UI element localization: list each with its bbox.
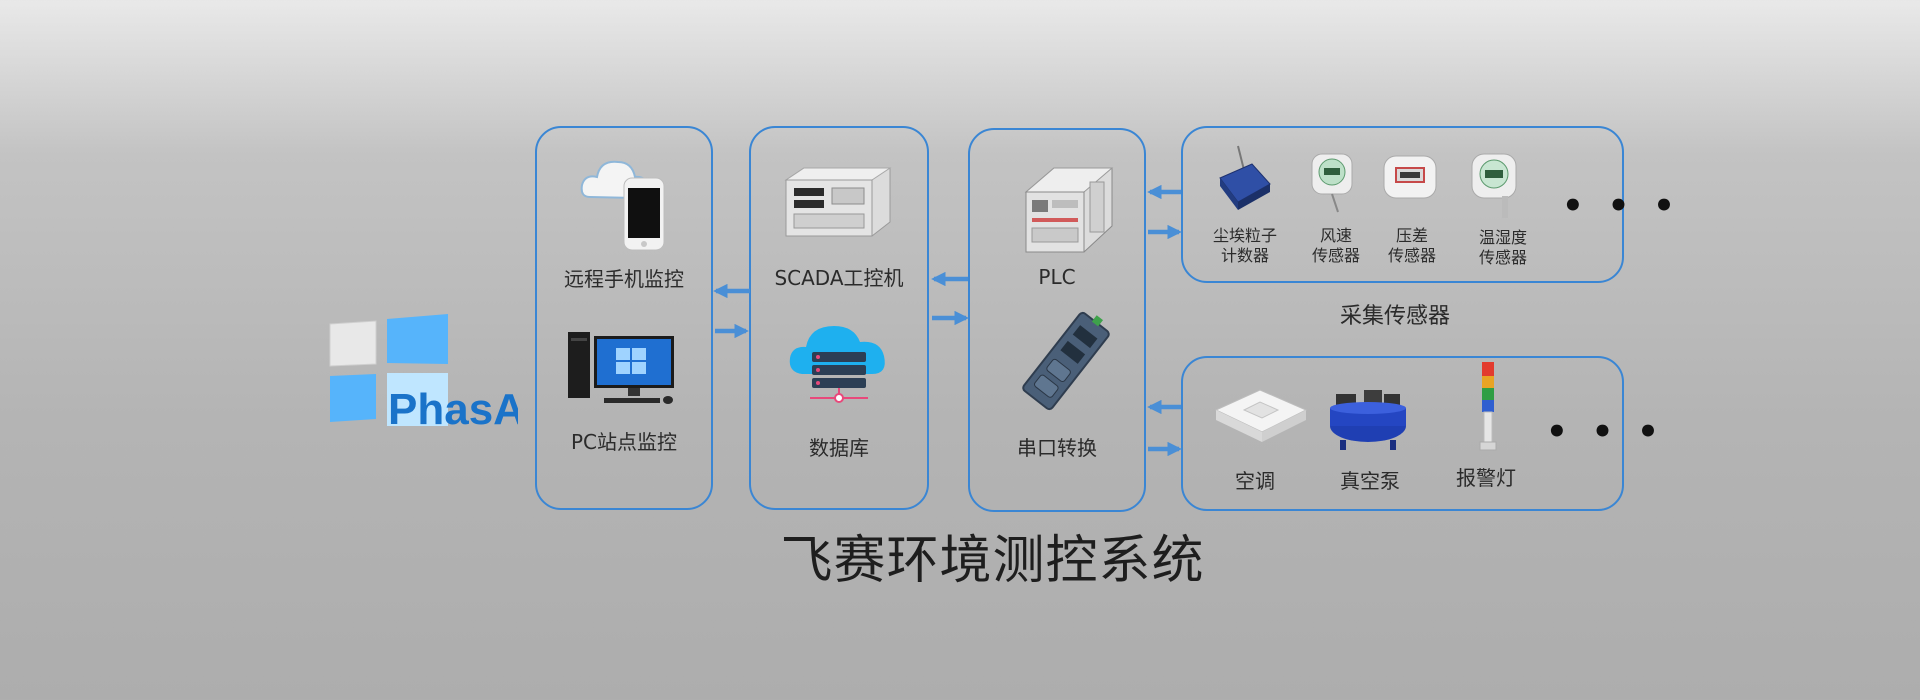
svg-text:PhasA: PhasA — [388, 385, 518, 426]
sensor-caption: 采集传感器 — [1339, 304, 1450, 329]
scada-label: SCADA工控机 — [774, 266, 904, 290]
pressure-sensor-line2: 传感器 — [1387, 246, 1436, 265]
sensor-panel — [1181, 126, 1624, 283]
industrial-pc-icon — [782, 166, 894, 238]
pressure-sensor-label: 压差 传感器 — [1372, 226, 1452, 266]
wind-sensor-icon — [1308, 150, 1356, 216]
humidity-sensor-line1: 温湿度 — [1478, 228, 1527, 247]
cloud-phone-icon — [580, 152, 670, 252]
phasa-logo: PhasA — [328, 314, 518, 426]
alarm-light-tower-icon — [1476, 360, 1500, 452]
humidity-sensor-label: 温湿度 传感器 — [1463, 228, 1543, 268]
desktop-pc-icon — [566, 330, 680, 406]
wind-sensor-line2: 传感器 — [1311, 246, 1360, 265]
scada-panel — [749, 126, 929, 510]
wind-sensor-label: 风速 传感器 — [1296, 226, 1376, 266]
particle-counter-line2: 计数器 — [1220, 246, 1269, 265]
particle-counter-line1: 尘埃粒子 — [1212, 226, 1277, 245]
humidity-sensor-icon — [1468, 150, 1524, 220]
actuator-more-dots: • • • — [1546, 412, 1665, 452]
vacuum-pump-label: 真空泵 — [1340, 469, 1400, 493]
database-label: 数据库 — [809, 436, 869, 460]
remote-monitor-panel — [535, 126, 713, 510]
alarm-light-label: 报警灯 — [1456, 466, 1516, 490]
cloud-database-icon — [788, 316, 892, 406]
remote-phone-label: 远程手机监控 — [564, 267, 684, 291]
air-conditioner-icon — [1214, 386, 1308, 446]
page-title: 飞赛环境测控系统 — [780, 531, 1205, 591]
pressure-sensor-icon — [1380, 150, 1440, 204]
pc-monitor-label: PC站点监控 — [570, 430, 678, 454]
plc-module-icon — [1020, 162, 1114, 256]
particle-counter-label: 尘埃粒子 计数器 — [1205, 226, 1285, 266]
air-conditioner-label: 空调 — [1235, 469, 1275, 493]
sensor-more-dots: • • • — [1562, 186, 1681, 226]
actuator-panel — [1181, 356, 1624, 511]
serial-converter-icon — [1018, 310, 1114, 412]
serial-converter-label: 串口转换 — [1017, 436, 1097, 460]
wind-sensor-line1: 风速 — [1319, 226, 1352, 245]
plc-panel — [968, 128, 1146, 512]
particle-counter-icon — [1214, 144, 1274, 214]
humidity-sensor-line2: 传感器 — [1478, 248, 1527, 267]
vacuum-pump-icon — [1328, 384, 1408, 452]
plc-label: PLC — [1038, 265, 1076, 289]
pressure-sensor-line1: 压差 — [1395, 226, 1428, 245]
